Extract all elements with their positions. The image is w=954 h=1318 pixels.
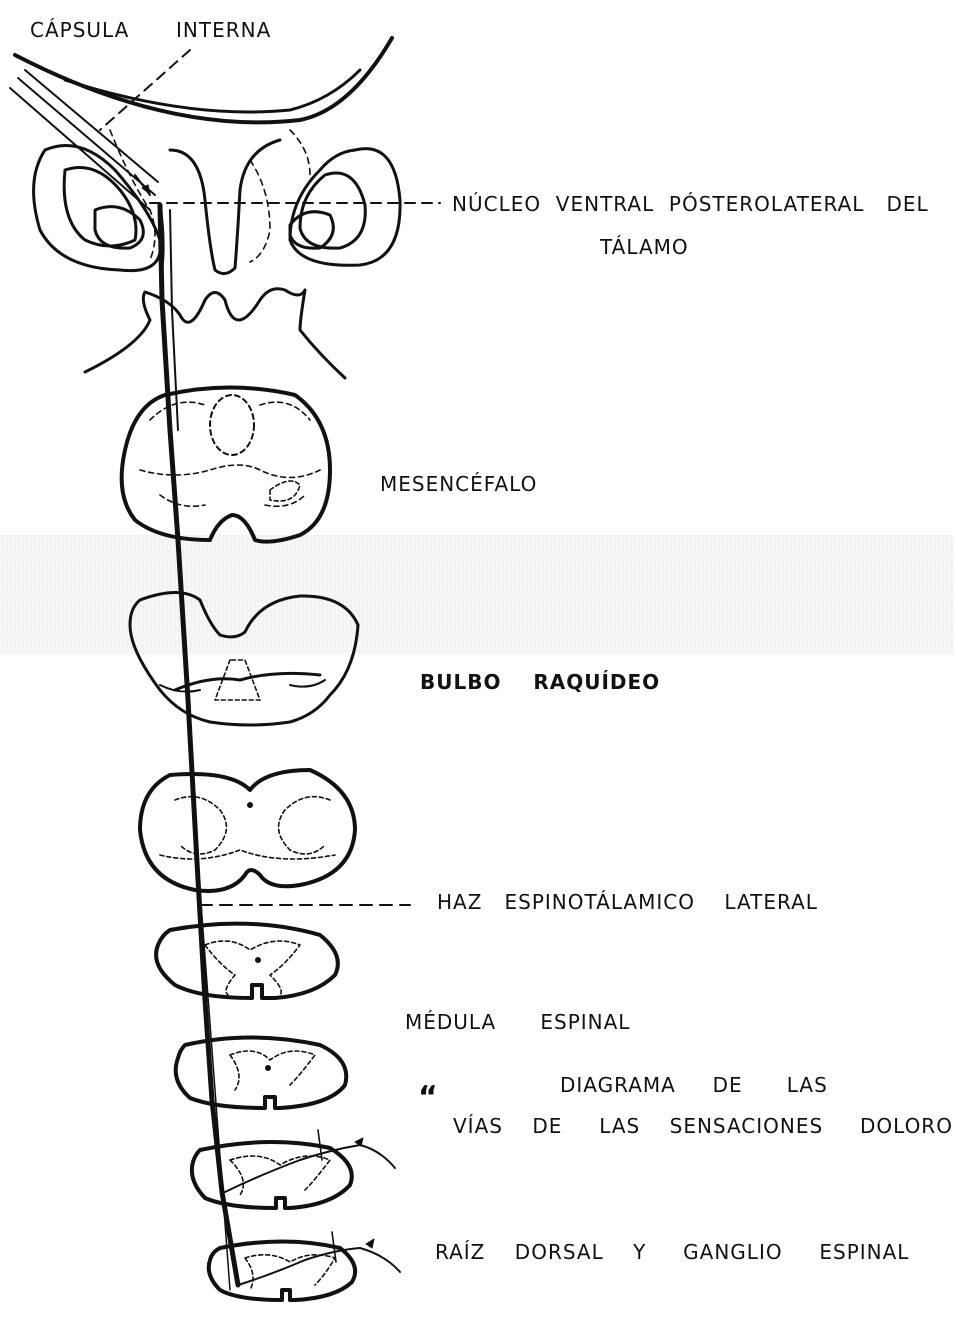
label-nucleo: NÚCLEO VENTRAL PÓSTEROLATERAL DEL (452, 192, 929, 216)
label-raiz: RAÍZ DORSAL Y GANGLIO ESPINAL (435, 1240, 909, 1264)
label-haz: HAZ ESPINOTÁLAMICO LATERAL (437, 890, 818, 914)
label-quote-mark: “ (418, 1080, 439, 1115)
midbrain-upper-outline (85, 289, 345, 378)
lower-medulla-section (140, 770, 355, 891)
spinothalamic-tract (160, 205, 238, 1290)
label-bulbo: BULBO RAQUÍDEO (420, 670, 660, 694)
spinal-section-4 (209, 1232, 400, 1300)
label-diagrama: DIAGRAMA DE LAS (560, 1073, 828, 1097)
label-talamo: TÁLAMO (600, 235, 689, 259)
capsula-leader-line (100, 50, 190, 130)
bulbo-section (130, 593, 358, 726)
thalamus-section (10, 38, 400, 274)
label-interna: INTERNA (176, 18, 271, 42)
spinal-section-1 (156, 924, 338, 998)
label-medula: MÉDULA ESPINAL (405, 1010, 630, 1034)
spinal-section-2 (176, 1038, 347, 1109)
label-capsula: CÁPSULA (30, 18, 129, 42)
label-mesencefalo: MESENCÉFALO (380, 472, 537, 496)
label-vias: VÍAS DE LAS SENSACIONES DOLORO (453, 1114, 953, 1138)
mesencephalon-section (122, 388, 330, 542)
